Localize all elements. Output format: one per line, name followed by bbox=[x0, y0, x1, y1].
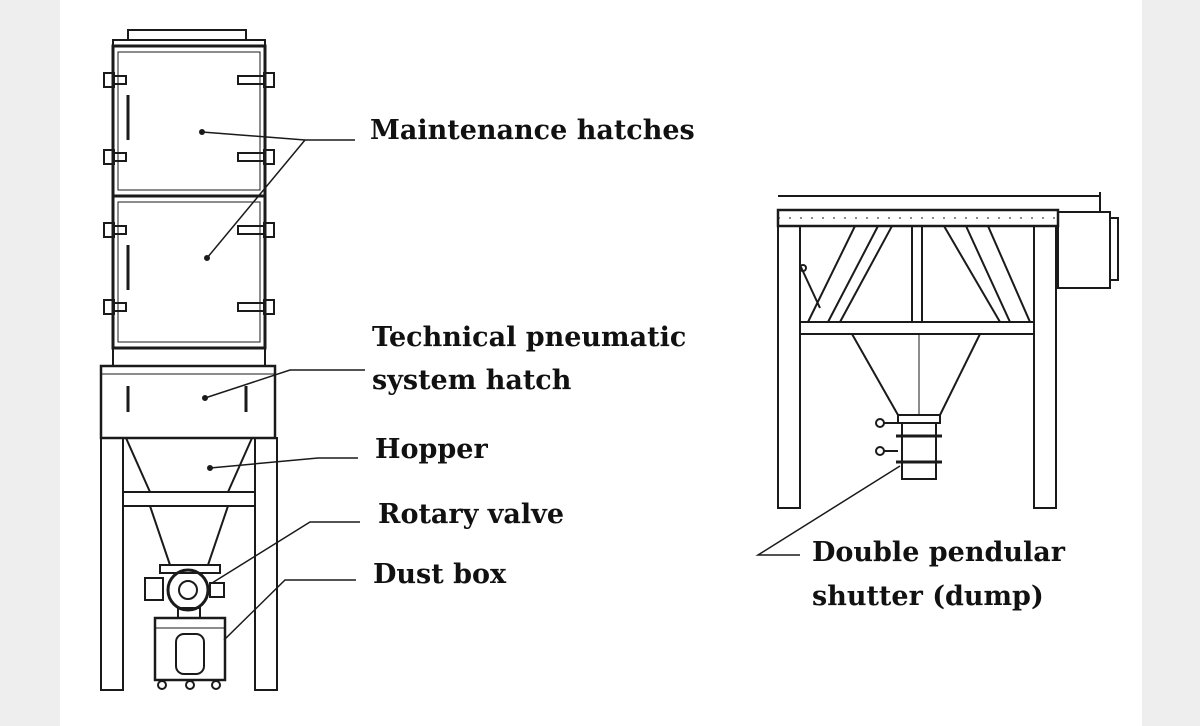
leader-maintenance-upper bbox=[201, 131, 355, 141]
label-dust-box: Dust box bbox=[373, 559, 507, 590]
label-maintenance-hatches: Maintenance hatches bbox=[370, 115, 695, 146]
label-rotary-valve: Rotary valve bbox=[378, 499, 565, 530]
upper-maintenance-hatch bbox=[103, 44, 275, 198]
label-hopper: Hopper bbox=[375, 434, 488, 465]
label-technical-hatch-line2: system hatch bbox=[372, 365, 572, 396]
leader-hopper bbox=[209, 457, 358, 469]
leader-lines bbox=[201, 131, 901, 641]
hopper bbox=[125, 437, 253, 566]
leader-dust-box bbox=[223, 579, 356, 641]
leader-technical-hatch bbox=[204, 369, 365, 399]
tower-support-legs bbox=[100, 437, 278, 691]
leader-rotary-valve bbox=[211, 521, 360, 584]
double-pendular-shutter bbox=[875, 414, 942, 480]
drawing-sheet bbox=[60, 0, 1142, 726]
lower-maintenance-hatch bbox=[103, 194, 275, 350]
leader-double-shutter bbox=[755, 465, 901, 556]
label-technical-hatch-line1: Technical pneumatic bbox=[372, 322, 687, 353]
leader-maintenance-lower bbox=[206, 139, 306, 259]
dust-box bbox=[153, 616, 227, 690]
label-double-shutter-line2: shutter (dump) bbox=[812, 581, 1044, 612]
dump-unit bbox=[776, 192, 1119, 509]
rotary-valve bbox=[144, 564, 225, 619]
technical-pneumatic-hatch bbox=[99, 347, 277, 440]
label-double-shutter-line1: Double pendular bbox=[812, 537, 1065, 568]
dust-collector-tower bbox=[99, 29, 278, 691]
